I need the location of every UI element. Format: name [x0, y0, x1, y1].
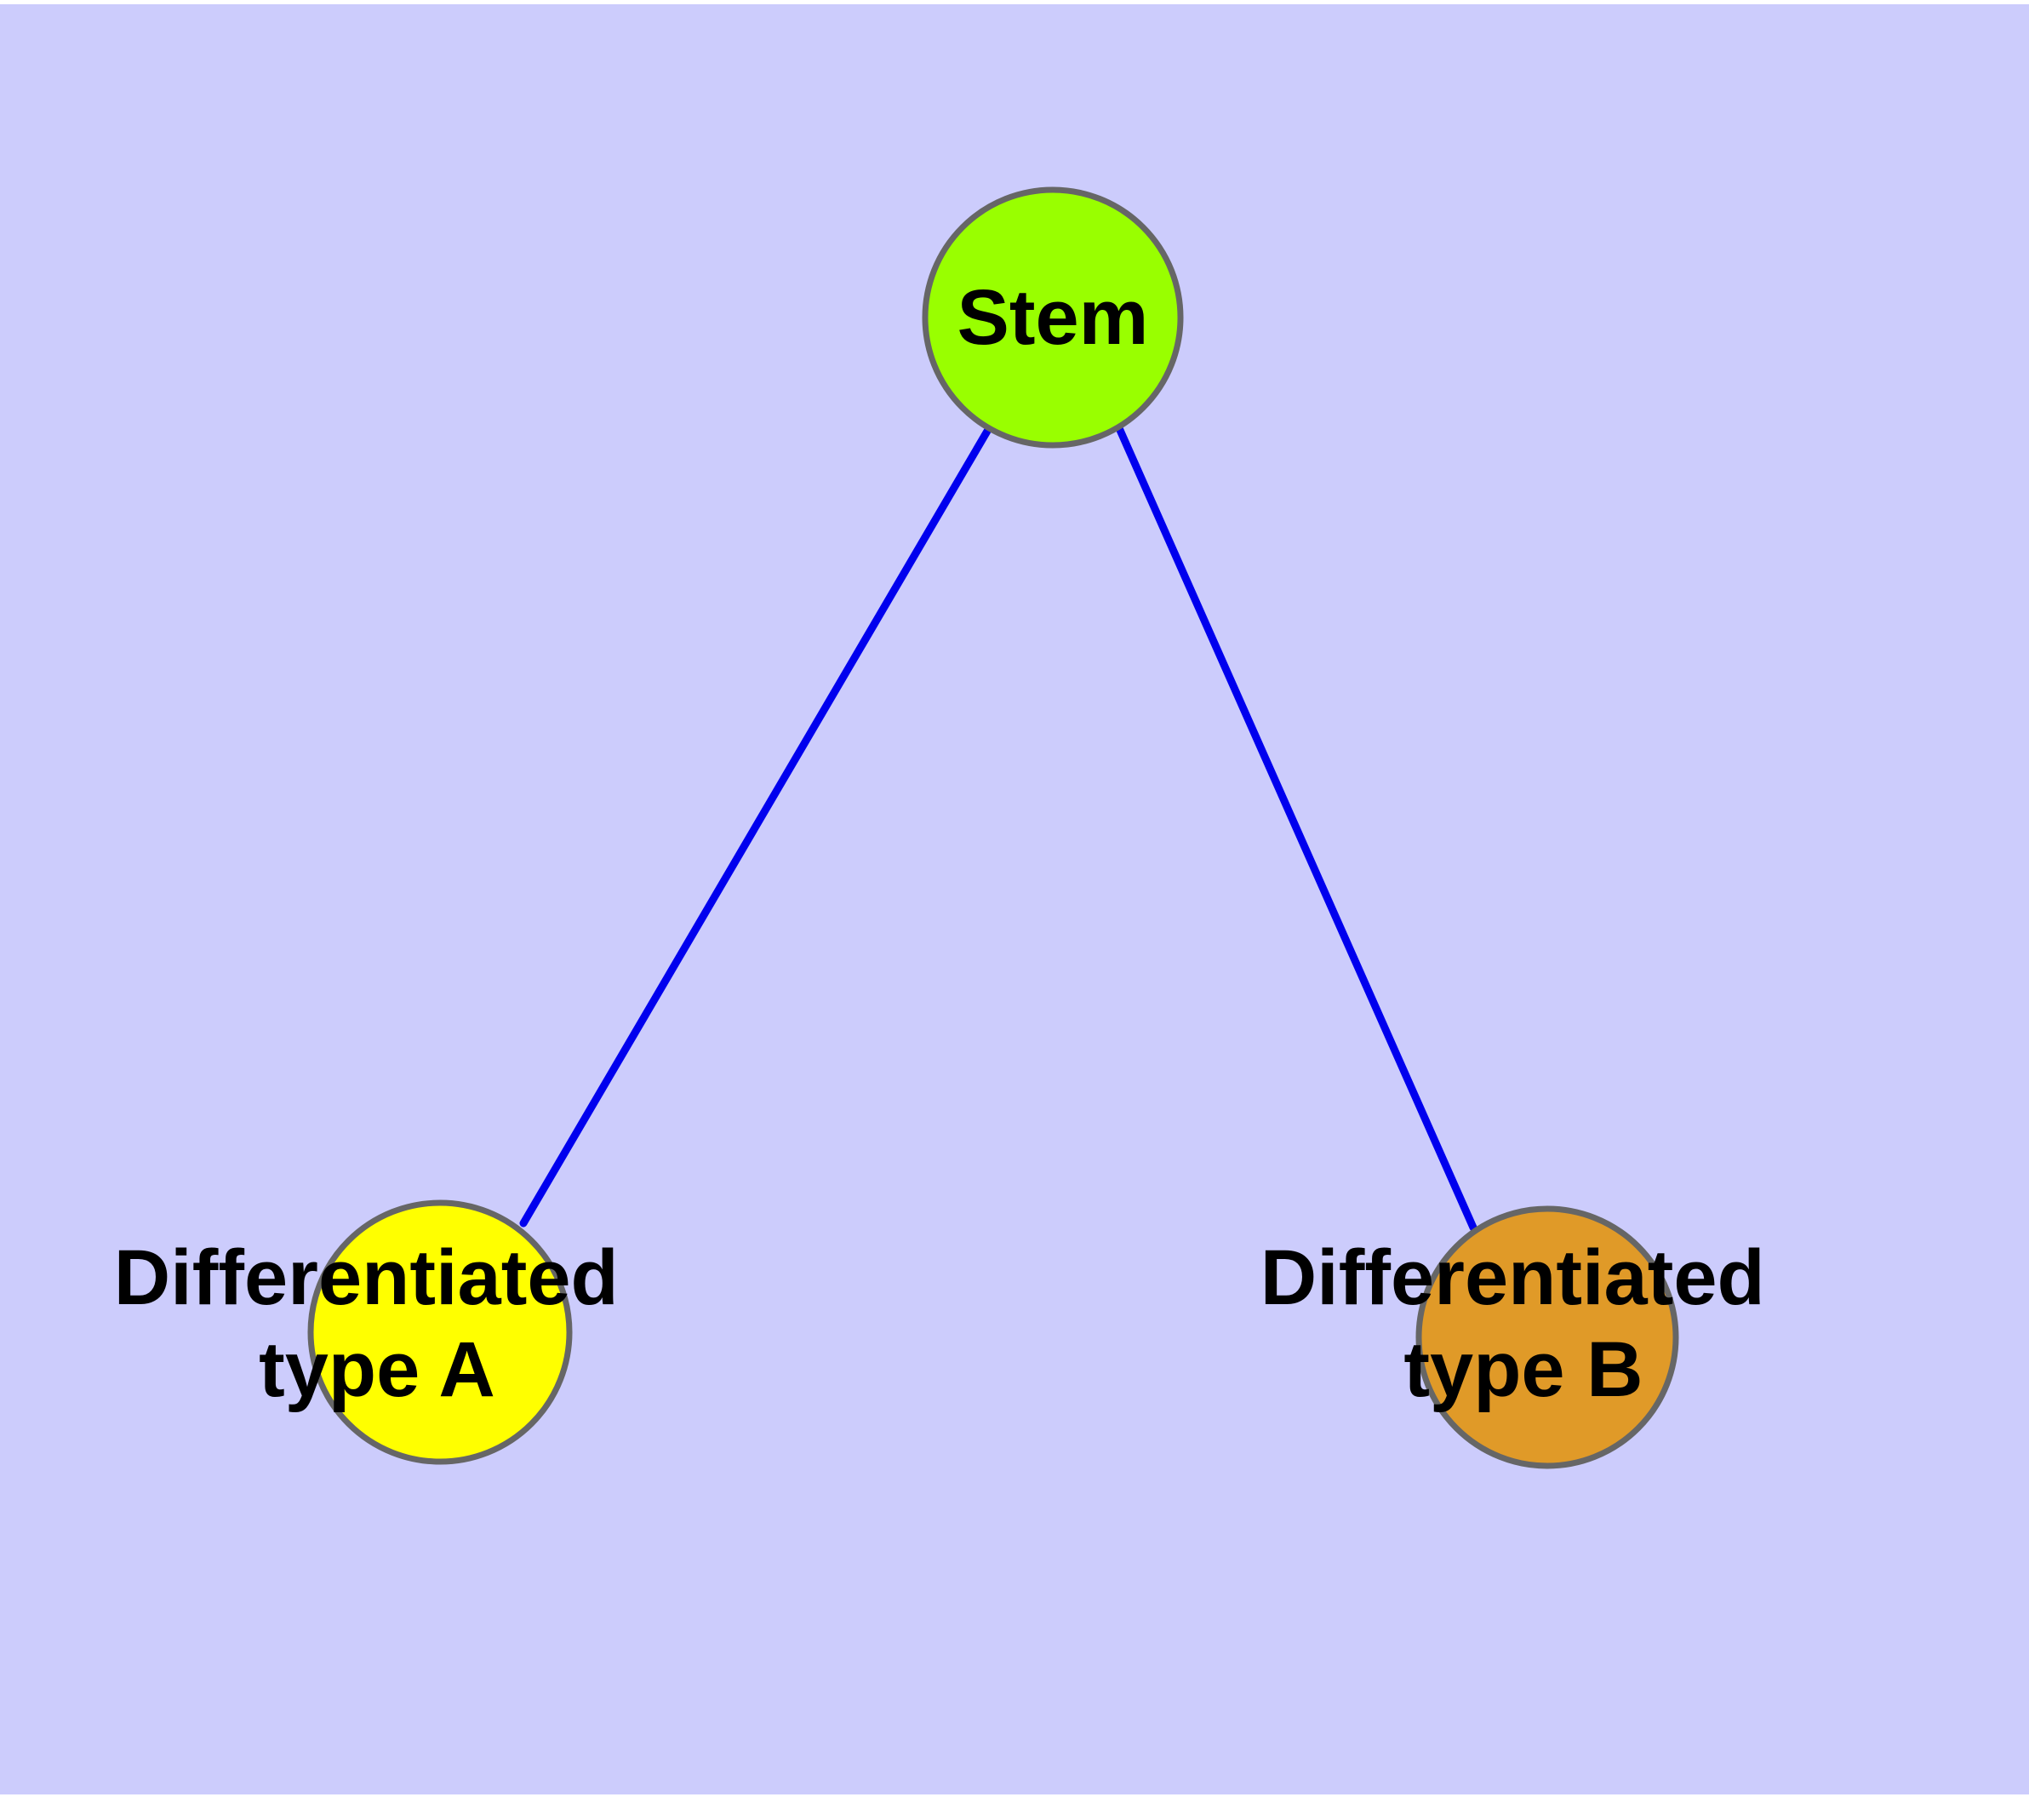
node-stem-circle[interactable] [922, 186, 1184, 449]
node-layer [307, 186, 1679, 1469]
node-diff-a-label-line1: Differentiated [114, 1234, 619, 1321]
node-diff-b-label-line1: Differentiated [1260, 1234, 1765, 1321]
node-diff-b-circle[interactable] [1415, 1205, 1679, 1469]
edge-layer [519, 424, 1477, 1232]
node-diff-a-label-line2: type A [259, 1326, 495, 1413]
edge-stem-diff-a[interactable] [519, 424, 993, 1228]
node-diff-b-label-line2: type B [1403, 1326, 1643, 1413]
node-diff-a-label: Differentiated type A [114, 1234, 641, 1413]
edge-stem-diff-b[interactable] [1115, 424, 1477, 1232]
node-diff-a-circle[interactable] [307, 1199, 573, 1465]
node-diff-b-label: Differentiated type B [1260, 1234, 1787, 1413]
label-layer: Stem Differentiated type A Differentiate… [114, 274, 1787, 1413]
node-stem-label: Stem [957, 274, 1149, 361]
